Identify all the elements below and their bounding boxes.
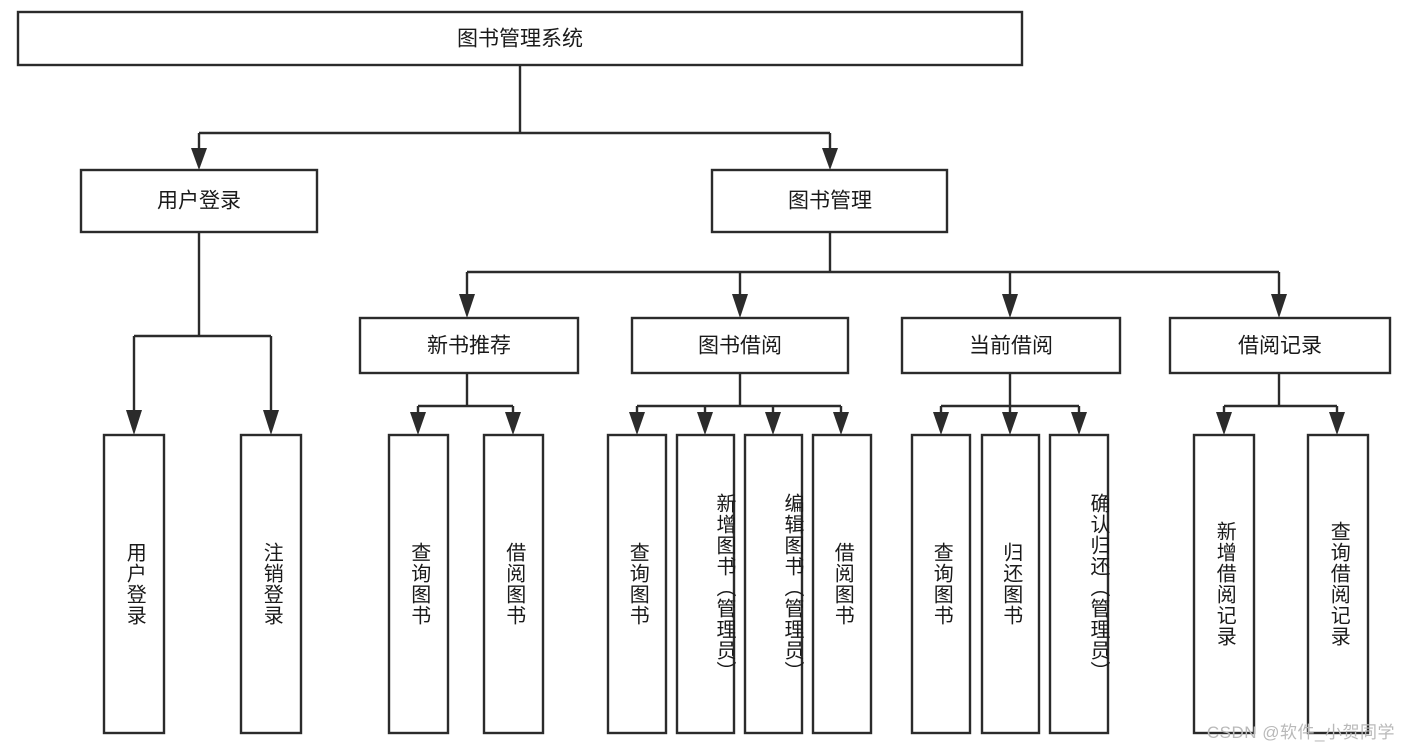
- horizontal-label-layer: 图书管理系统 用户登录 图书管理 新书推荐 图书借阅 当前借阅 借阅记录: [157, 28, 1322, 358]
- arrow-head-book-borrow: [732, 294, 748, 318]
- arrow-head-leaf-confirm-return-admin: [1071, 412, 1087, 435]
- label-current-borrow: 当前借阅: [969, 335, 1053, 358]
- arrow-head-leaf-return-book: [1002, 412, 1018, 435]
- node-leaf-return-book[interactable]: [980, 433, 1041, 735]
- node-leaf-query-book-b[interactable]: [606, 433, 668, 735]
- node-leaf-logout[interactable]: [239, 433, 303, 735]
- node-leaf-user-login[interactable]: [102, 433, 166, 735]
- node-leaf-add-book-admin[interactable]: [675, 433, 736, 735]
- node-leaf-add-borrow-record[interactable]: [1192, 433, 1256, 735]
- label-book-management: 图书管理: [788, 190, 872, 213]
- node-current-borrow[interactable]: [900, 316, 1122, 375]
- arrow-head-leaf-query-book-b: [629, 412, 645, 435]
- label-new-book-recommend: 新书推荐: [427, 335, 511, 358]
- arrow-head-borrow-record: [1271, 294, 1287, 318]
- node-root-title[interactable]: [16, 10, 1024, 67]
- node-book-management[interactable]: [710, 168, 949, 234]
- arrow-head-leaf-edit-book-admin: [765, 412, 781, 435]
- label-book-borrow: 图书借阅: [698, 335, 782, 358]
- arrow-head-leaf-query-borrow-record: [1329, 412, 1345, 435]
- arrow-head-leaf-borrow-book-b: [833, 412, 849, 435]
- arrow-head-leaf-logout: [263, 410, 279, 435]
- node-box-layer: [16, 10, 1392, 735]
- arrow-head-leaf-query-book-a: [410, 412, 426, 435]
- arrow-head-leaf-add-borrow-record: [1216, 412, 1232, 435]
- node-leaf-confirm-return-admin[interactable]: [1048, 433, 1110, 735]
- csdn-watermark: CSDN @软件_小贺同学: [1206, 723, 1395, 742]
- label-root-title: 图书管理系统: [457, 28, 583, 51]
- node-leaf-edit-book-admin[interactable]: [743, 433, 804, 735]
- node-borrow-record[interactable]: [1168, 316, 1392, 375]
- node-user-login[interactable]: [79, 168, 319, 234]
- label-borrow-record: 借阅记录: [1238, 335, 1322, 358]
- node-leaf-borrow-book-b[interactable]: [811, 433, 873, 735]
- node-leaf-query-book-a[interactable]: [387, 433, 450, 735]
- node-leaf-query-borrow-record[interactable]: [1306, 433, 1370, 735]
- arrow-head-user-login: [191, 148, 207, 170]
- arrow-head-leaf-user-login: [126, 410, 142, 435]
- node-leaf-borrow-book-a[interactable]: [482, 433, 545, 735]
- node-new-book-recommend[interactable]: [358, 316, 580, 375]
- connector-layer: [126, 65, 1345, 435]
- node-book-borrow[interactable]: [630, 316, 850, 375]
- arrow-head-book-mgmt: [822, 148, 838, 170]
- arrow-head-leaf-add-book-admin: [697, 412, 713, 435]
- arrow-head-current-borrow: [1002, 294, 1018, 318]
- arrow-head-leaf-borrow-book-a: [505, 412, 521, 435]
- label-user-login: 用户登录: [157, 190, 241, 213]
- node-leaf-query-book-c[interactable]: [910, 433, 972, 735]
- arrow-head-leaf-query-book-c: [933, 412, 949, 435]
- arrow-head-new-book-rec: [459, 294, 475, 318]
